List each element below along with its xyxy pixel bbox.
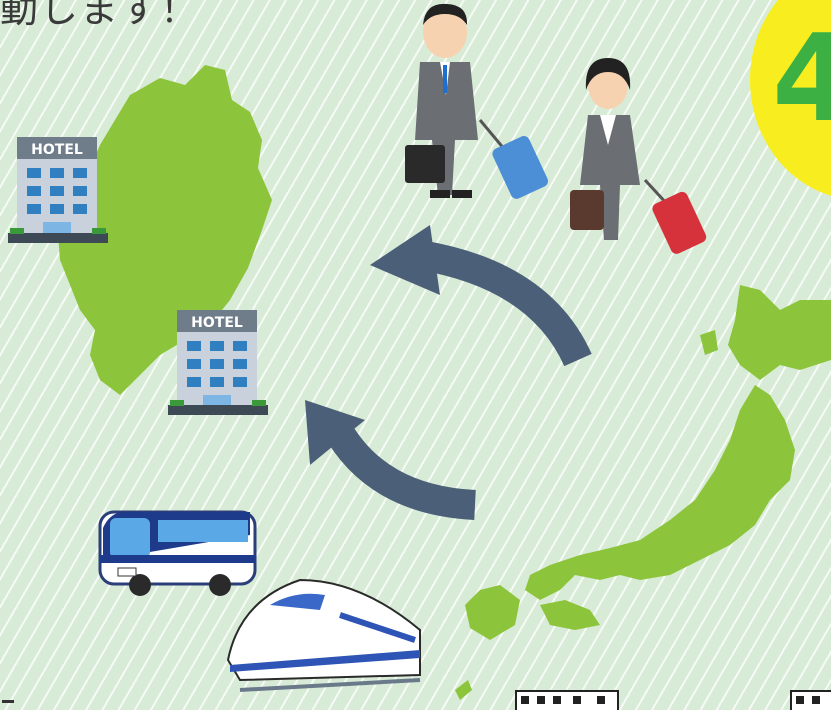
businesswoman-icon [570,58,640,240]
edge-mark [2,700,14,703]
curved-arrow-icon [305,400,476,520]
hotel-sign-1: HOTEL [31,142,83,158]
qr-cell [812,696,820,704]
qr-code-icon[interactable] [515,690,619,710]
qr-cell [573,696,581,704]
qr-cell [537,696,545,704]
hotel-icon: HOTEL [8,137,108,243]
japan-map-icon [455,285,831,700]
suitcase-icon [478,119,548,199]
qr-cell [553,696,561,704]
curved-arrow-icon [370,225,592,367]
hotel-icon: HOTEL [168,310,268,415]
shinkansen-icon [226,578,421,692]
header-text: 動します！ [0,0,201,31]
qr-cell [796,696,804,704]
bus-icon [98,510,257,596]
qr-code-icon[interactable] [790,690,831,710]
qr-cell [521,696,529,704]
suitcase-icon [643,178,707,254]
hotel-sign-2: HOTEL [191,315,243,331]
businessman-icon [405,3,478,198]
qr-cell [597,696,605,704]
badge-number: 4 [772,10,831,149]
